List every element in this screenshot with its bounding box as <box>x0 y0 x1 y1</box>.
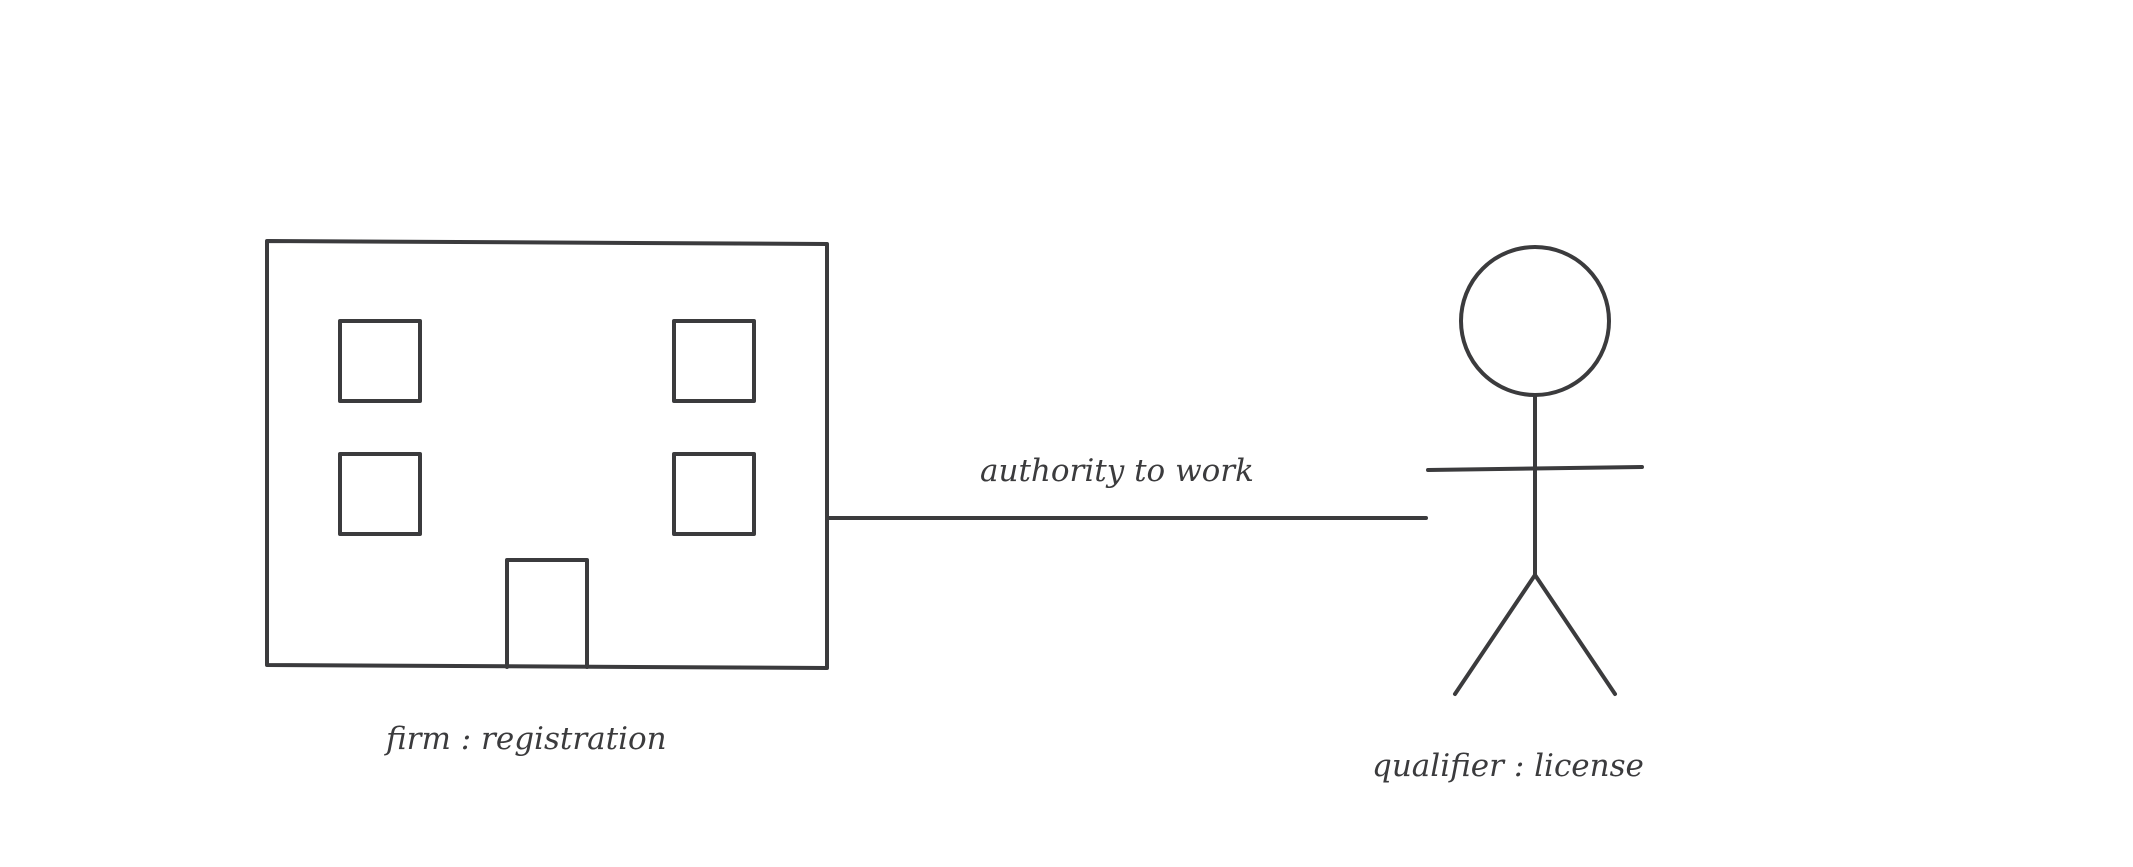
building-door <box>505 558 589 669</box>
person-arms <box>1426 465 1644 472</box>
person-right-leg <box>1533 573 1617 696</box>
building-window-bottom-right <box>672 452 756 536</box>
qualifier-person-icon <box>1426 245 1644 696</box>
building-outline <box>265 239 829 670</box>
person-head <box>1459 245 1611 397</box>
firm-label: firm : registration <box>386 721 667 757</box>
building-window-bottom-left <box>338 452 422 536</box>
connection-label: authority to work <box>980 453 1254 489</box>
qualifier-label: qualifier : license <box>1372 748 1644 784</box>
person-left-leg <box>1453 573 1537 696</box>
building-window-top-left <box>338 319 422 403</box>
building-window-top-right <box>672 319 756 403</box>
firm-building-icon <box>265 239 829 670</box>
